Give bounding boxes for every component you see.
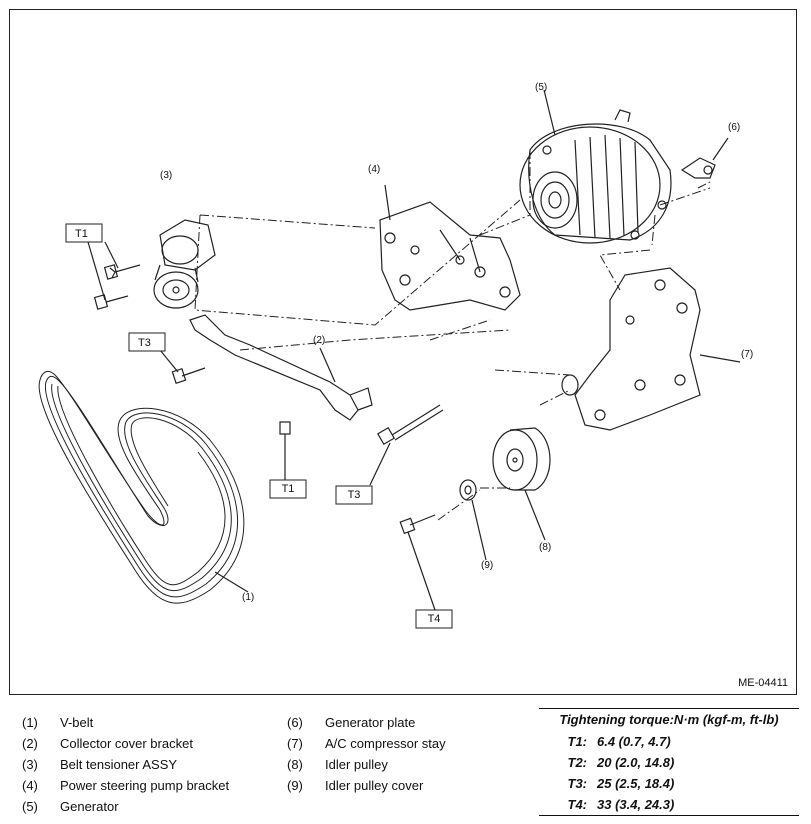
torque-box-labels: T1 T3 T1 T2: [75, 228, 151, 349]
legend-num: (2): [22, 736, 38, 751]
legend-num: (5): [22, 799, 38, 814]
torque-box-t3-upper: [128, 332, 166, 352]
legend-item: (8) Idler pulley: [287, 754, 446, 775]
torque-key: T4:: [567, 797, 588, 812]
generator: [519, 89, 672, 244]
callout-4: (4): [368, 164, 380, 175]
torque-row: T3: 25 (2.5, 18.4): [539, 773, 799, 794]
legend-text: Generator: [60, 799, 119, 814]
torque-mark-t3-lower-box: T3: [347, 489, 361, 501]
exploded-diagram: T1 T3 T1 T2 (1) (2) (3) (4) (5) (6) (7) …: [9, 9, 797, 695]
legend-item: (5) Generator: [22, 796, 229, 817]
legend-num: (6): [287, 715, 303, 730]
torque-key: T3:: [567, 776, 588, 791]
torque-mark-t4-box: T4: [427, 613, 441, 625]
torque-table-title: Tightening torque:N·m (kgf-m, ft-lb): [539, 708, 799, 731]
legend-item: (7) A/C compressor stay: [287, 733, 446, 754]
torque-box-t3-lower: [335, 485, 373, 505]
power-steering-pump-bracket: [379, 184, 521, 311]
legend-text: Idler pulley cover: [325, 778, 424, 793]
ac-compressor-stay: [561, 267, 741, 431]
callout-8: (8): [539, 542, 551, 553]
legend-num: (9): [287, 778, 303, 793]
legend-item: (6) Generator plate: [287, 712, 446, 733]
torque-row: T2: 20 (2.0, 14.8): [539, 752, 799, 773]
legend-left: (1) V-belt (2) Collector cover bracket (3)…: [22, 712, 229, 817]
diagram-canvas: T1 T3 T1 T2 (1) (2) (3) (4) (5) (6) (7) …: [38, 82, 753, 629]
torque-box-t4: [415, 609, 453, 629]
v-belt: [38, 370, 245, 604]
t4-bolt: [399, 514, 436, 611]
collector-cover-bracket: [189, 314, 373, 421]
legend-right: (6) Generator plate (7) A/C compressor sta…: [287, 712, 446, 796]
legend-item: (2) Collector cover bracket: [22, 733, 229, 754]
tightening-torque-table: Tightening torque:N·m (kgf-m, ft-lb) T1:…: [539, 708, 799, 816]
callout-9: (9): [481, 560, 493, 571]
legend-num: (4): [22, 778, 38, 793]
legend-text: Belt tensioner ASSY: [60, 757, 178, 772]
callout-2: (2): [313, 335, 325, 346]
callout-7: (7): [741, 349, 753, 360]
v-belt-leader: [214, 571, 249, 593]
t2-bolts: [87, 241, 141, 310]
legend-item: (9) Idler pulley cover: [287, 775, 446, 796]
legend-text: Collector cover bracket: [60, 736, 193, 751]
assembly-guide-lines: [194, 150, 711, 521]
torque-value: 6.4 (0.7, 4.7): [597, 734, 671, 749]
legend-item: (1) V-belt: [22, 712, 229, 733]
generator-plate: [680, 137, 729, 179]
legend-item: (3) Belt tensioner ASSY: [22, 754, 229, 775]
torque-value: 33 (3.4, 24.3): [597, 797, 675, 812]
idler-pulley: [492, 427, 551, 541]
legend-text: Generator plate: [325, 715, 416, 730]
legend-text: Power steering pump bracket: [60, 778, 230, 793]
legend-num: (1): [22, 715, 38, 730]
t3-bolt-long: [369, 404, 444, 486]
legend-num: (7): [287, 736, 303, 751]
idler-pulley-cover: [459, 479, 487, 561]
torque-mark-t3-upper: T3: [138, 337, 151, 349]
torque-row: T1: 6.4 (0.7, 4.7): [539, 731, 799, 752]
callout-labels: (1) (2) (3) (4) (5) (6) (7) (8) (9): [160, 82, 753, 603]
legend-text: A/C compressor stay: [325, 736, 446, 751]
torque-box-t2: [65, 223, 103, 243]
callout-5: (5): [535, 82, 547, 93]
callout-6: (6): [728, 122, 740, 133]
legend-text: V-belt: [60, 715, 94, 730]
torque-value: 20 (2.0, 14.8): [597, 755, 675, 770]
t3-bolt-upper: [159, 349, 206, 385]
torque-row: T4: 33 (3.4, 24.3): [539, 794, 799, 816]
belt-tensioner-assy: [153, 219, 216, 309]
torque-mark-t1-box: T1: [281, 483, 295, 495]
legend-text: Idler pulley: [325, 757, 388, 772]
torque-boxes: [65, 223, 453, 629]
torque-value: 25 (2.5, 18.4): [597, 776, 675, 791]
legend-item: (4) Power steering pump bracket: [22, 775, 229, 796]
t1-bolt: [279, 421, 291, 480]
legend-num: (8): [287, 757, 303, 772]
legend-num: (3): [22, 757, 38, 772]
figure-code: ME-04411: [738, 677, 788, 689]
torque-box-t1: [269, 479, 307, 499]
callout-3: (3): [160, 170, 172, 181]
torque-key: T1:: [567, 734, 588, 749]
torque-mark-t2: T1: [75, 228, 88, 240]
callout-1: (1): [242, 592, 254, 603]
torque-key: T2:: [567, 755, 588, 770]
